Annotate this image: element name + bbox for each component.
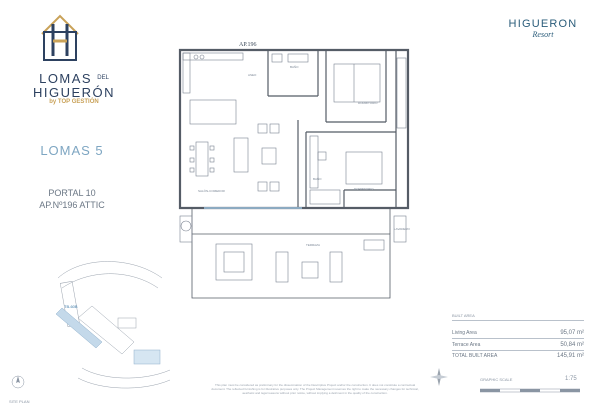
outer-wall — [178, 48, 410, 210]
kitchen-island — [189, 99, 237, 125]
sofa — [233, 137, 249, 173]
floor-plan: ASEO BAÑO DORMITORIO BAÑO DORMITORIO SAL… — [178, 48, 411, 299]
area-table-heading: BUILT AREA — [452, 313, 475, 318]
compass-icon — [430, 368, 448, 386]
divider — [452, 320, 584, 321]
resort-name: HIGUERON — [508, 18, 578, 30]
portal-label: PORTAL 10 — [48, 188, 96, 198]
graphic-scale-value: 1:75 — [565, 376, 577, 382]
graphic-scale-label: GRAPHIC SCALE — [480, 377, 513, 382]
dining-table — [195, 141, 209, 177]
disclaimer-text: This plan must be considered as prelimin… — [211, 383, 419, 395]
brand-tagline: by TOP GESTIÓN — [49, 99, 99, 105]
unit-label: AP.Nº196 ATTIC — [39, 200, 105, 210]
terrace-outline — [191, 233, 391, 299]
house-h-monogram-icon — [41, 14, 79, 61]
brand-name-line2: HIGUERÓN — [32, 85, 116, 100]
room-label-laundry: LAVADERO — [394, 227, 411, 231]
room-label-bath1: BAÑO — [290, 64, 299, 69]
coffee-table — [261, 147, 277, 165]
terrace-pool — [215, 243, 253, 281]
room-label-terrace: TERRAZA — [306, 243, 320, 247]
scale-bar — [480, 388, 580, 393]
divider — [452, 338, 584, 339]
kitchen-counter — [182, 52, 244, 61]
room-label-bedroom1: DORMITORIO — [358, 101, 378, 105]
divider — [452, 350, 584, 351]
bed-1 — [333, 63, 381, 103]
site-plan-label: SITE PLAN — [9, 399, 30, 404]
building-name: LOMAS 5 — [40, 143, 104, 158]
north-arrow-icon — [11, 375, 25, 389]
plan-tag: AP.196 — [239, 42, 257, 48]
room-label-living: SALÓN-COMEDOR — [198, 188, 226, 193]
room-label-toilet: ASEO — [248, 73, 257, 77]
site-plan: TB-60B — [55, 261, 171, 389]
resort-logo: HIGUERON Resort — [508, 18, 578, 39]
shower — [309, 189, 341, 205]
brand-name: LOMAS DEL — [39, 71, 109, 86]
bed-2 — [345, 151, 383, 185]
room-label-bedroom2: DORMITORIO — [354, 187, 374, 191]
site-tag: TB-60B — [64, 304, 78, 309]
resort-sub: Resort — [532, 30, 554, 39]
room-label-bath2: BAÑO — [313, 176, 322, 181]
